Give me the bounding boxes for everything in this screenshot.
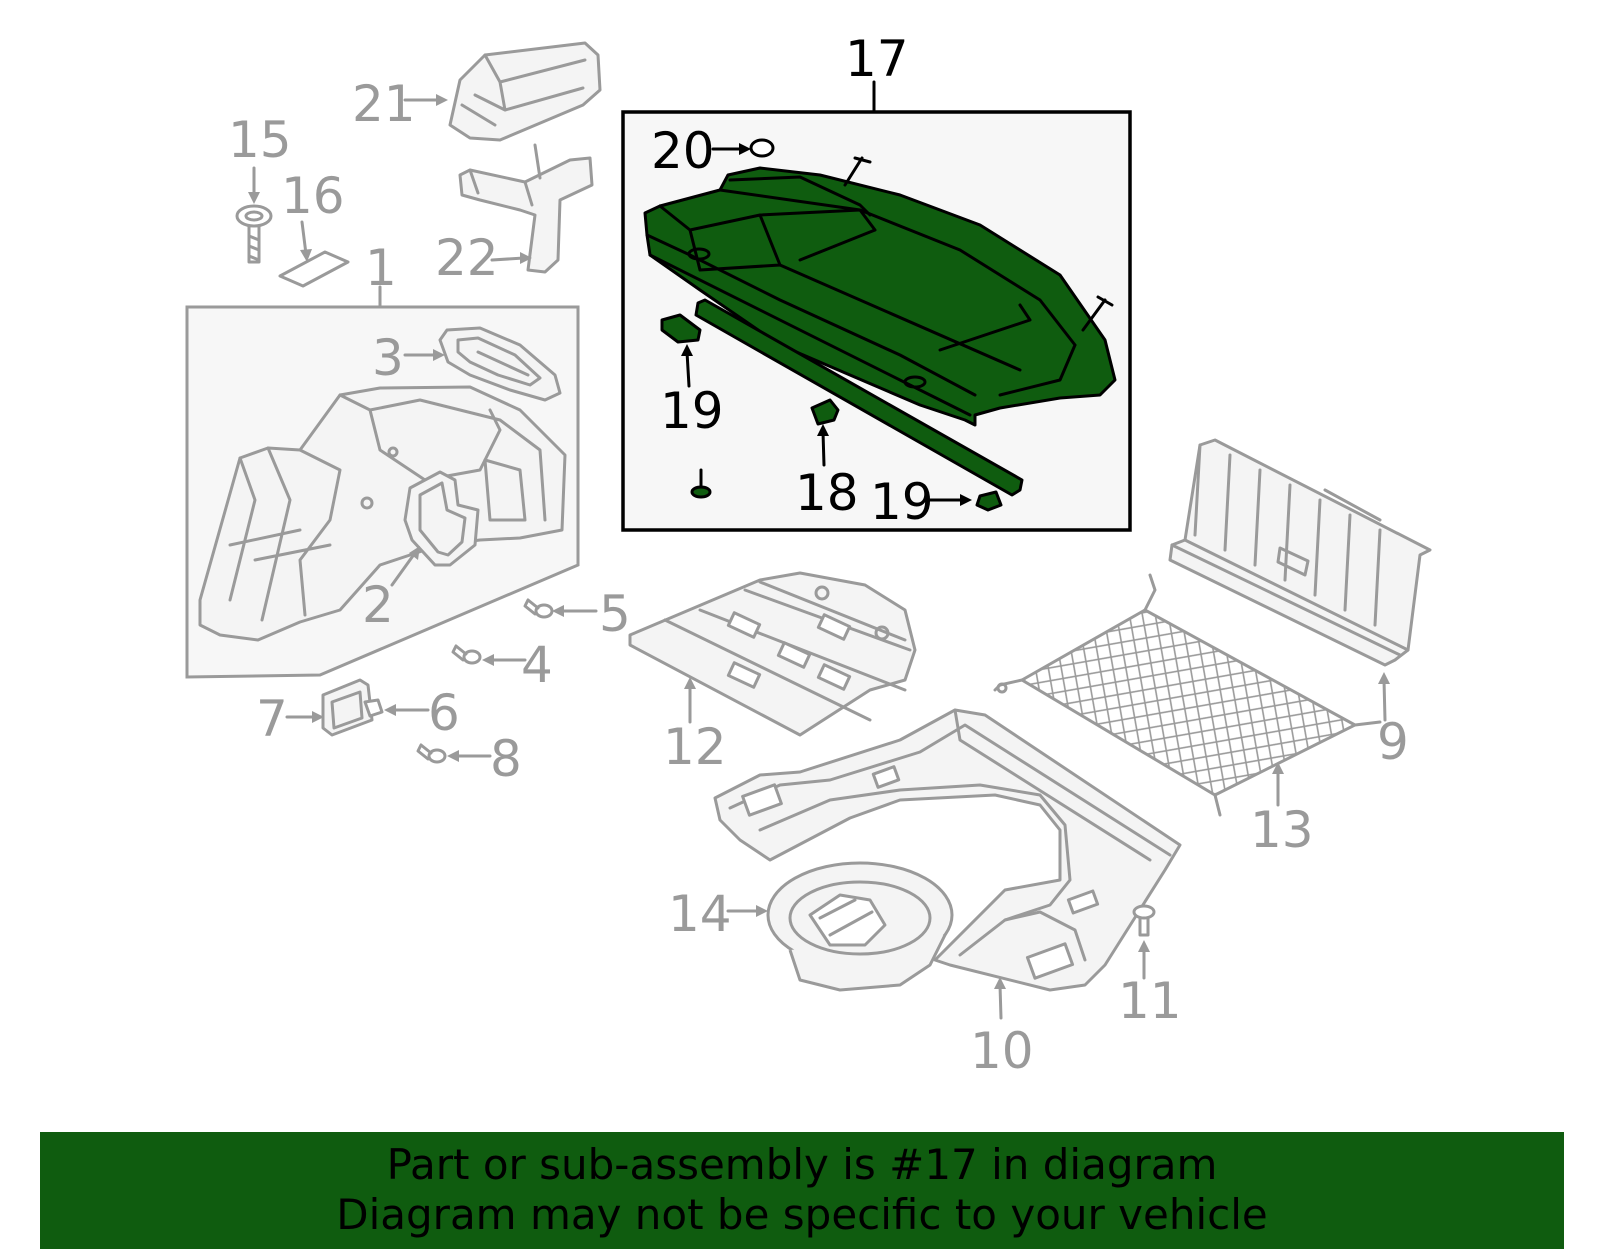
arrow-14 — [726, 905, 768, 917]
callout-9: 9 — [1377, 713, 1409, 771]
part-4-screw — [451, 644, 482, 665]
callout-2: 2 — [362, 576, 394, 634]
arrow-7 — [285, 711, 324, 723]
callout-7: 7 — [256, 690, 288, 748]
arrow-8 — [447, 750, 492, 762]
part-3-cover — [438, 326, 562, 402]
callout-6: 6 — [428, 684, 460, 742]
arrow-10 — [994, 977, 1006, 1020]
info-banner: Part or sub-assembly is #17 in diagram D… — [40, 1132, 1564, 1249]
part-7-lamp — [321, 678, 374, 737]
callout-19b: 19 — [870, 473, 934, 531]
arrow-22 — [490, 252, 532, 264]
callout-21: 21 — [352, 75, 416, 133]
part-18-clip — [810, 398, 840, 426]
part-8-screw — [416, 743, 447, 764]
callout-18: 18 — [795, 464, 859, 522]
part-20-ring — [749, 138, 775, 158]
part-screw-small — [690, 468, 712, 499]
arrow-3 — [403, 349, 445, 361]
part-21-trim-cover — [448, 41, 602, 142]
part-2-vent — [403, 470, 480, 567]
part-5-screw — [523, 598, 554, 619]
arrow-15 — [248, 166, 260, 204]
callout-4: 4 — [521, 636, 553, 694]
arrow-5 — [552, 605, 598, 617]
callout-17: 17 — [845, 30, 909, 88]
callout-1: 1 — [365, 239, 397, 297]
callout-8: 8 — [490, 730, 522, 788]
part-14-tire-well — [766, 861, 954, 992]
arrow-19b — [928, 494, 972, 506]
arrow-2 — [390, 546, 420, 587]
part-6-bulb — [363, 698, 384, 718]
part-12-load-floor — [628, 571, 917, 737]
part-16-pad — [278, 250, 350, 288]
arrow-18 — [817, 424, 829, 467]
banner-line-2: Diagram may not be specific to your vehi… — [336, 1190, 1268, 1239]
arrow-21 — [403, 94, 448, 106]
arrow-13 — [1272, 762, 1284, 807]
arrow-9 — [1378, 672, 1390, 722]
callout-13: 13 — [1250, 801, 1314, 859]
callout-19a: 19 — [660, 382, 724, 440]
callout-22: 22 — [435, 229, 499, 287]
arrow-20 — [711, 143, 751, 155]
part-18-rail — [694, 298, 1024, 497]
callout-11: 11 — [1118, 972, 1182, 1030]
part-13-cargo-net — [993, 573, 1382, 817]
callout-10: 10 — [970, 1022, 1034, 1080]
part-9-back-panel — [1168, 438, 1432, 667]
arrow-19a — [681, 344, 693, 388]
arrow-6 — [384, 704, 430, 716]
callout-5: 5 — [599, 585, 631, 643]
part-22-bracket — [458, 143, 594, 274]
arrow-11 — [1138, 940, 1150, 980]
part-19-clip-right — [975, 490, 1003, 512]
part-15-bolt — [235, 204, 273, 264]
callout-14: 14 — [668, 885, 732, 943]
arrow-16 — [300, 220, 312, 262]
callout-20: 20 — [651, 122, 715, 180]
part-11-fastener — [1132, 904, 1156, 937]
banner-line-1: Part or sub-assembly is #17 in diagram — [386, 1140, 1218, 1189]
arrow-12 — [684, 677, 696, 724]
part-10-floor-tray — [713, 708, 1182, 992]
arrow-4 — [482, 654, 527, 666]
callout-3: 3 — [372, 329, 404, 387]
callout-16: 16 — [281, 167, 345, 225]
callout-12: 12 — [663, 718, 727, 776]
part-19-clip-left — [660, 313, 702, 344]
callout-15: 15 — [228, 111, 292, 169]
